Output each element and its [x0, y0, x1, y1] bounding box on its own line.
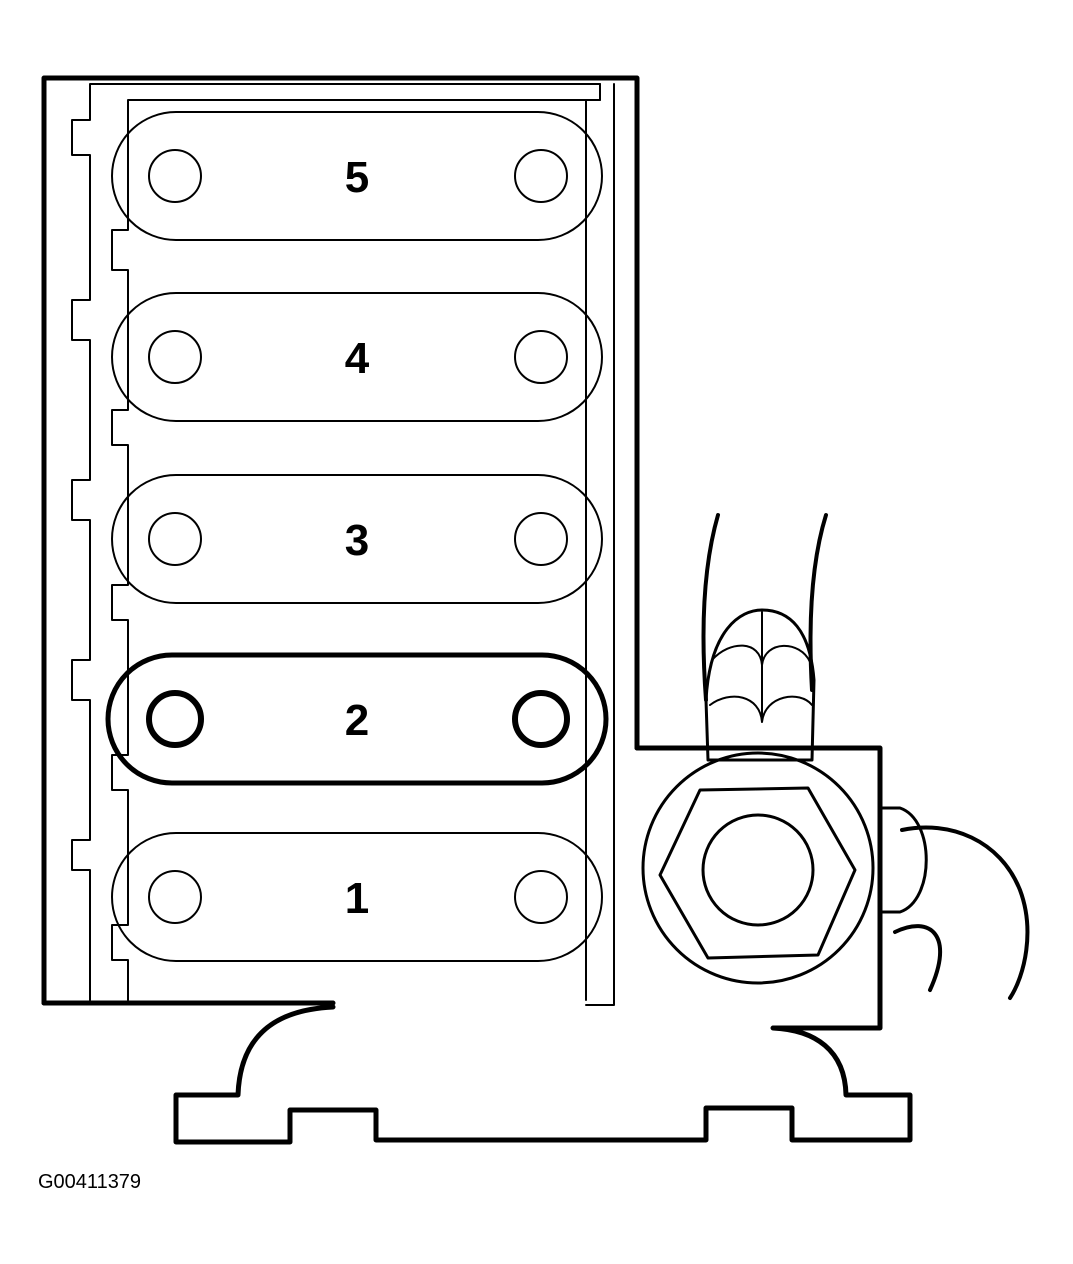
slot-left-bolt: [148, 512, 202, 566]
filter-hex-nut: [658, 786, 857, 960]
slot-number: 4: [345, 334, 370, 383]
slot-right-bolt: [514, 512, 568, 566]
slot-number: 5: [345, 153, 369, 202]
slot-5: 5: [111, 111, 603, 241]
slot-number: 1: [345, 874, 369, 923]
figure-code: G00411379: [38, 1171, 141, 1193]
right-second-wall: [585, 83, 615, 1006]
slot-4: 4: [111, 292, 603, 422]
slot-1: 1: [111, 832, 603, 962]
filter-outer-ring: [641, 751, 875, 985]
fitting-body: [704, 608, 816, 762]
slot-3: 3: [111, 474, 603, 604]
slot-right-bolt: [514, 870, 568, 924]
sensor-wire-lower: [893, 924, 942, 992]
fitting-detail: [709, 611, 813, 723]
slot-outline: [111, 832, 603, 962]
slot-right-bolt: [514, 149, 568, 203]
slot-outline: [105, 652, 609, 786]
slot-number: 3: [345, 516, 369, 565]
slot-left-bolt: [148, 330, 202, 384]
left-foot: [173, 745, 913, 1145]
slot-right-bolt: [514, 330, 568, 384]
slot-outline: [111, 474, 603, 604]
left-hose: [701, 513, 720, 702]
left-inner-wall: [71, 83, 601, 1001]
slot-left-bolt: [146, 690, 204, 748]
slot-left-bolt: [148, 149, 202, 203]
side-sensor: [878, 806, 928, 914]
slot-left-bolt: [148, 870, 202, 924]
left-second-wall: [111, 99, 601, 1001]
slot-2: 2: [105, 652, 609, 786]
slot-group: 5 4 3 2 1: [105, 111, 609, 962]
filter-center-ring: [701, 813, 815, 927]
sensor-wire-upper: [900, 825, 1030, 1000]
right-inner-wall: [585, 83, 601, 1001]
slot-number: 2: [345, 696, 369, 745]
slot-outline: [111, 111, 603, 241]
slot-right-bolt: [512, 690, 570, 748]
right-hose: [808, 513, 828, 692]
slot-outline: [111, 292, 603, 422]
block-housing: [41, 75, 640, 1006]
